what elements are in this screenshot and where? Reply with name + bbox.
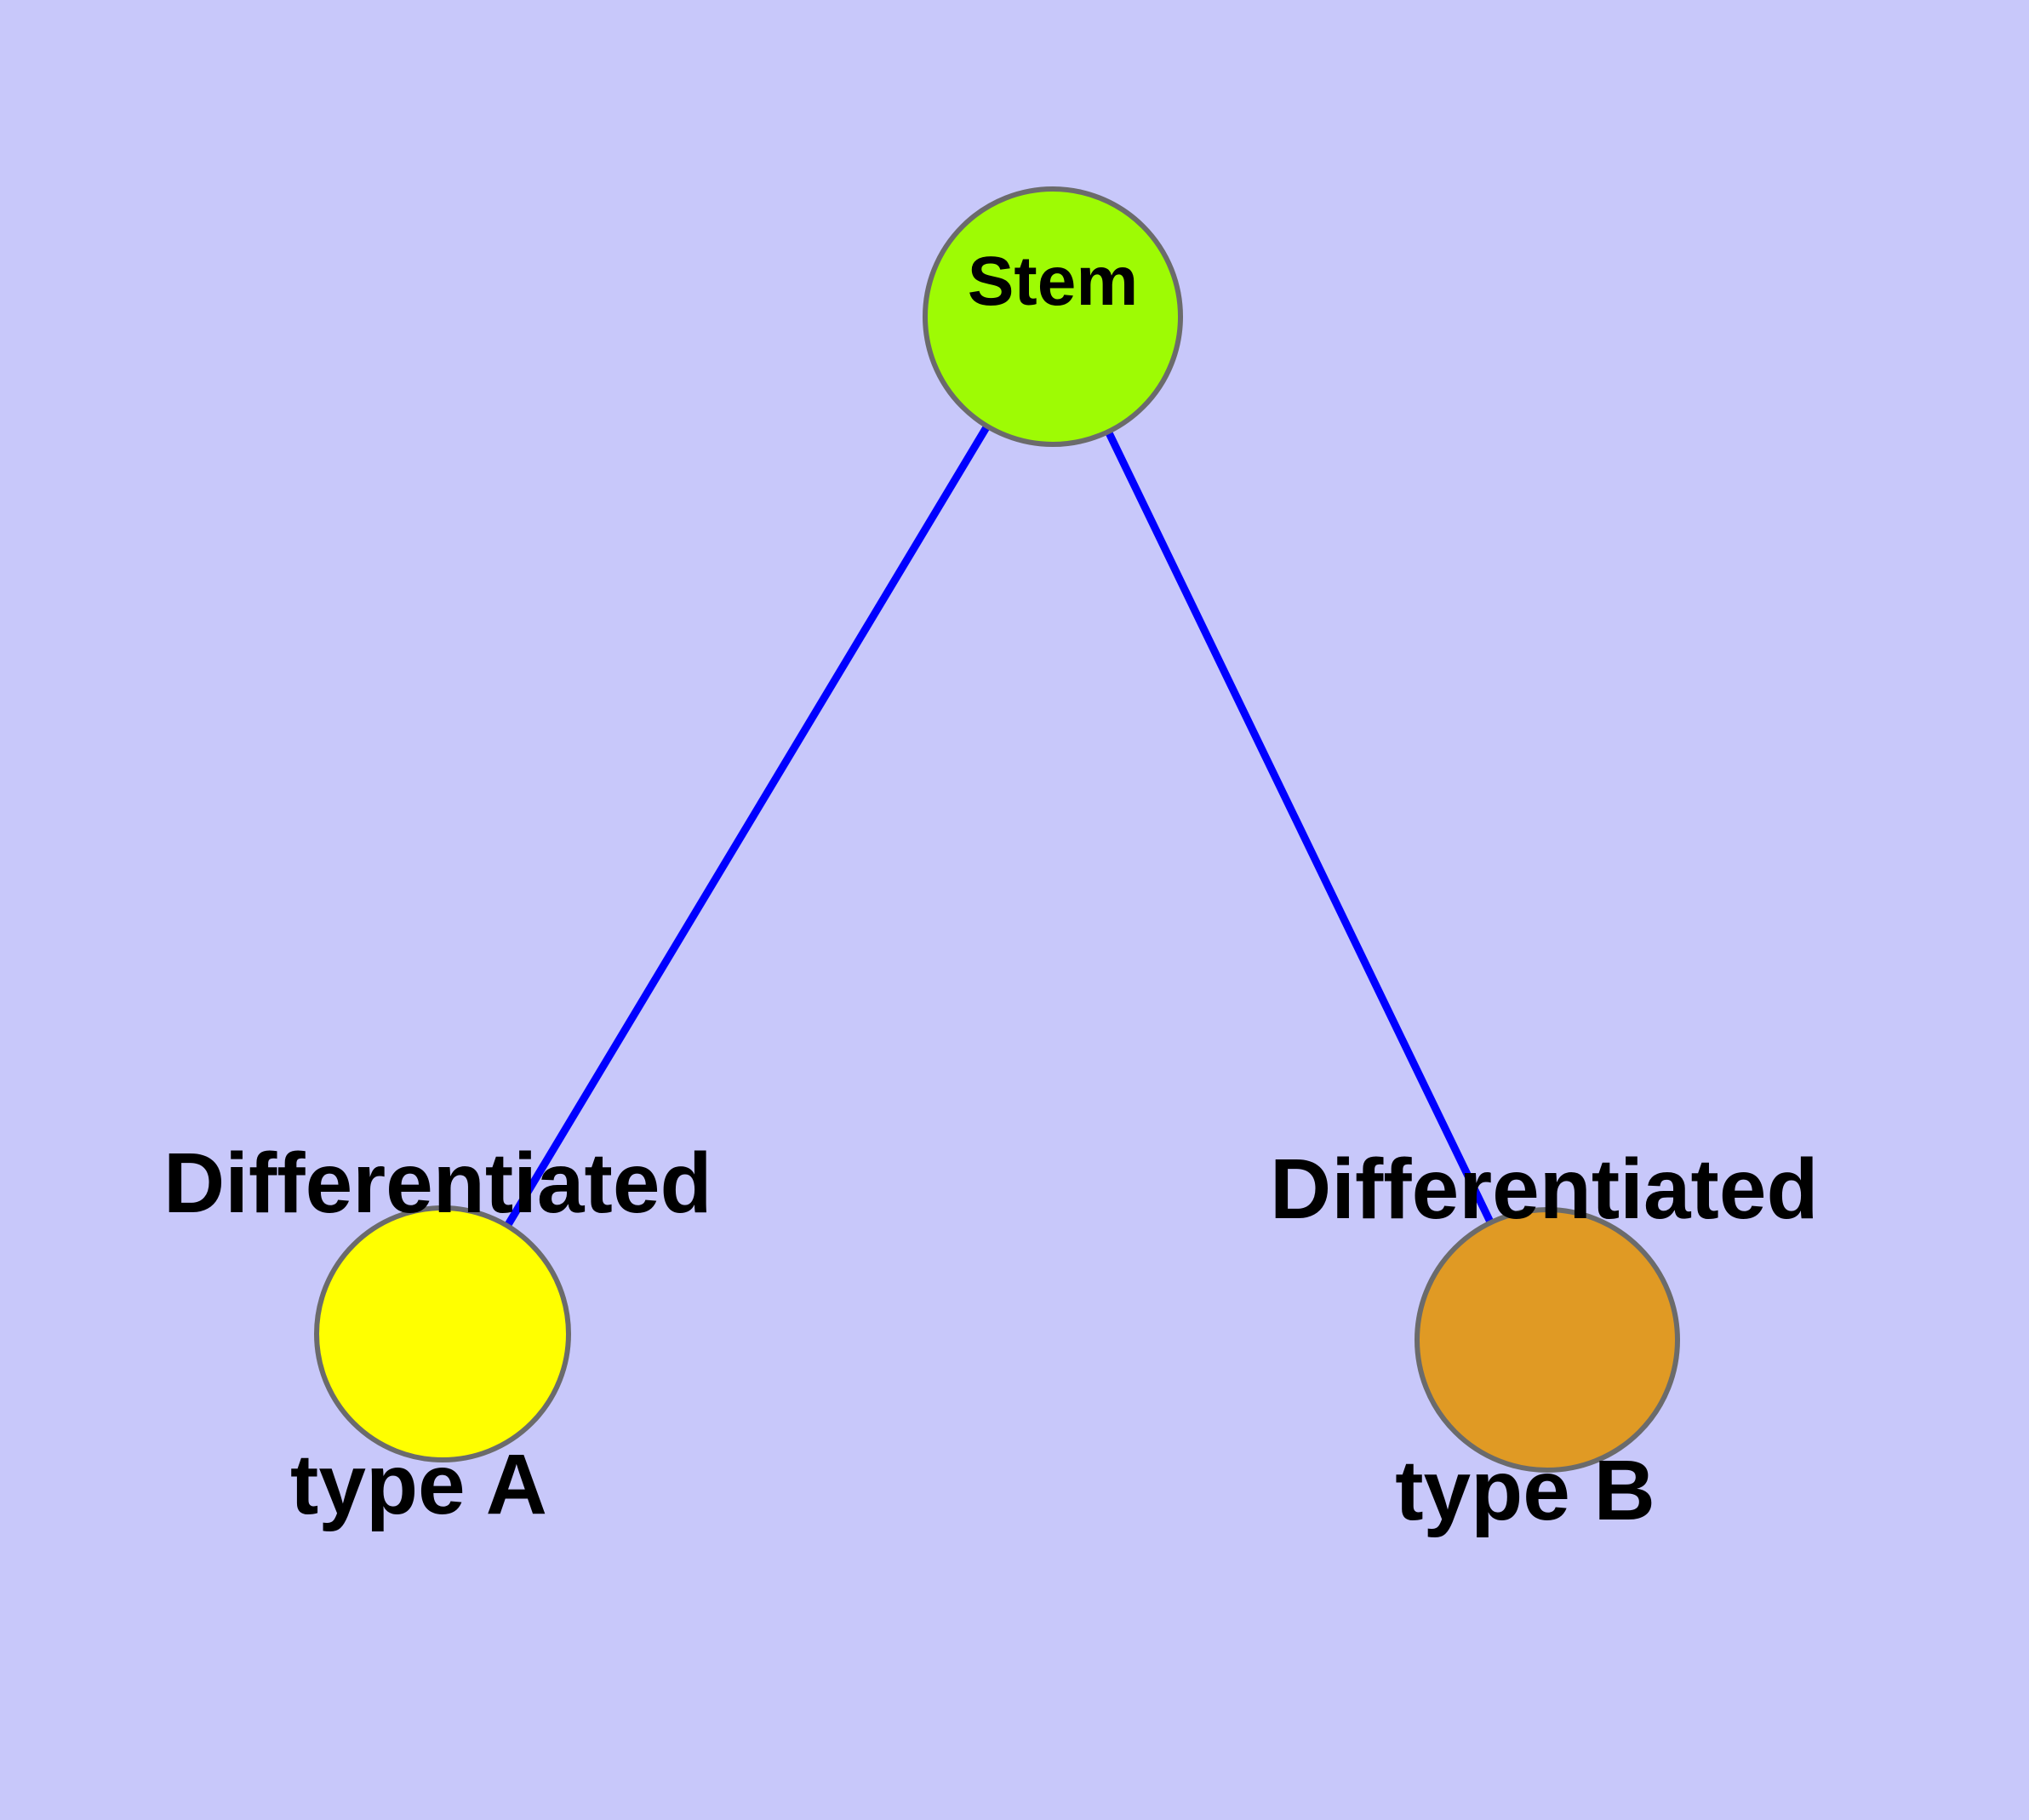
edge-stem-to-type-b[interactable]: [1049, 315, 1552, 1342]
nodes-group: [314, 186, 1680, 1473]
edges-group: [439, 314, 1552, 1342]
node-stem[interactable]: [923, 186, 1183, 447]
node-type-b[interactable]: [1415, 1207, 1680, 1473]
node-type-a[interactable]: [314, 1205, 571, 1462]
edge-stem-to-type-a[interactable]: [439, 314, 1056, 1336]
